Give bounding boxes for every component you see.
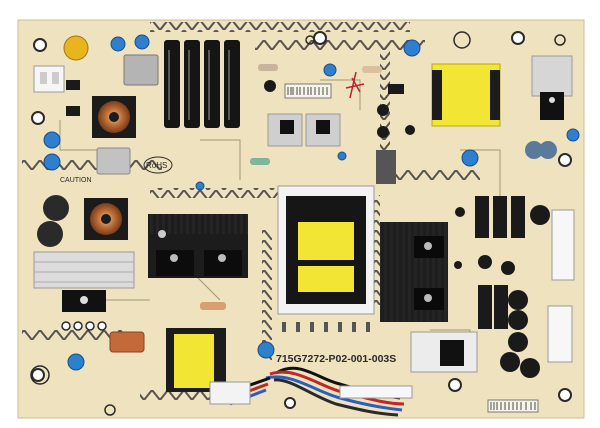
ntc-thermistor xyxy=(43,195,69,221)
aluminum-heatsink xyxy=(33,251,135,289)
small-heatsink xyxy=(531,55,573,97)
output-connector xyxy=(551,209,575,281)
small-blue-capacitors xyxy=(43,34,580,371)
harness-connector xyxy=(209,381,251,405)
small-transistors xyxy=(66,80,465,269)
disc-capacitor xyxy=(63,35,89,61)
bulk-capacitor-bank xyxy=(164,40,240,128)
caution-label: CAUTION xyxy=(60,177,92,184)
ac-input-connector xyxy=(33,65,65,93)
ntc-thermistor xyxy=(37,221,63,247)
transformer-winding xyxy=(298,222,354,260)
output-capacitors xyxy=(475,141,557,378)
ground-pads xyxy=(30,31,566,416)
resistors xyxy=(200,64,382,310)
mounting-holes xyxy=(31,31,572,409)
rohs-mark-outline xyxy=(143,156,173,174)
output-connector xyxy=(547,305,573,363)
harness-connector xyxy=(339,385,413,399)
common-mode-choke xyxy=(84,198,128,240)
relay xyxy=(123,54,159,86)
power-mosfets xyxy=(267,113,341,147)
controller-ic xyxy=(376,150,396,184)
board-part-number: 715G7272-P02-001-003S xyxy=(276,353,396,365)
standby-transformer xyxy=(431,63,501,127)
common-mode-choke xyxy=(92,96,136,138)
marker-annotation xyxy=(345,71,365,99)
film-capacitor xyxy=(109,331,145,353)
rohs-mark: RoHS xyxy=(146,161,167,170)
transformer-winding xyxy=(298,266,354,292)
x-capacitor xyxy=(96,147,131,175)
